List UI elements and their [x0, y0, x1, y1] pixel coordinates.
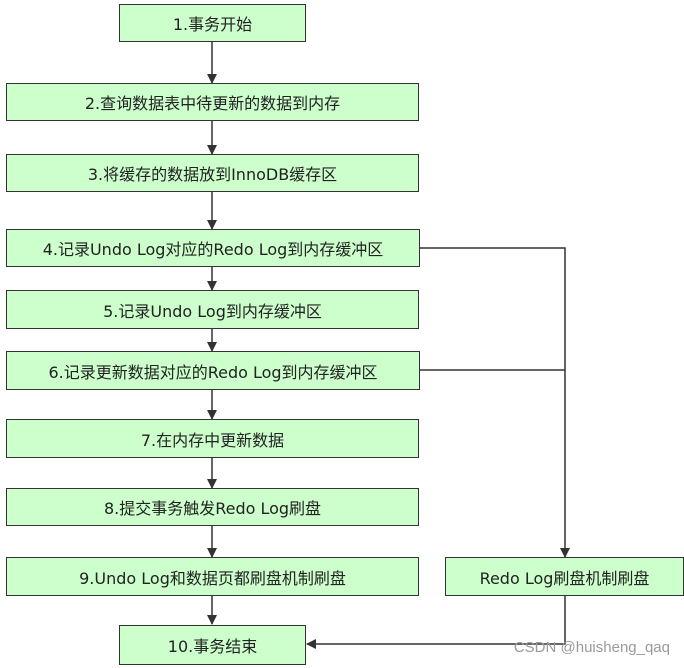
step-8-box: 8.提交事务触发Redo Log刷盘: [6, 488, 419, 526]
step-7-box: 7.在内存中更新数据: [6, 419, 419, 458]
step-6-box: 6.记录更新数据对应的Redo Log到内存缓冲区: [6, 351, 420, 390]
step-5-label: 5.记录Undo Log到内存缓冲区: [103, 301, 322, 321]
arrow-4-redo-flush: [420, 247, 570, 558]
step-1-label: 1.事务开始: [172, 15, 253, 34]
step-6-label: 6.记录更新数据对应的Redo Log到内存缓冲区: [48, 362, 378, 382]
step-7-label: 7.在内存中更新数据: [140, 430, 285, 450]
step-9-label: 9.Undo Log和数据页都刷盘机制刷盘: [79, 568, 346, 588]
step-8-label: 8.提交事务触发Redo Log刷盘: [103, 499, 322, 518]
csdn-watermark: CSDN @huisheng_qaq: [513, 639, 670, 656]
arrow-redo-flush-10: [306, 596, 566, 649]
step-3-box: 3.将缓存的数据放到InnoDB缓存区: [6, 154, 419, 192]
step-9-box: 9.Undo Log和数据页都刷盘机制刷盘: [6, 557, 419, 596]
step-4-label: 4.记录Undo Log对应的Redo Log到内存缓冲区: [42, 240, 384, 259]
step-3-label: 3.将缓存的数据放到InnoDB缓存区: [87, 165, 338, 184]
redo-flush-box: Redo Log刷盘机制刷盘: [445, 557, 684, 596]
step-4-box: 4.记录Undo Log对应的Redo Log到内存缓冲区: [6, 229, 420, 267]
redo-flush-label: Redo Log刷盘机制刷盘: [479, 568, 650, 588]
step-10-label: 10.事务结束: [167, 637, 258, 656]
step-10-box: 10.事务结束: [119, 625, 306, 665]
step-2-label: 2.查询数据表中待更新的数据到内存: [84, 94, 341, 113]
step-1-box: 1.事务开始: [119, 4, 306, 42]
step-5-box: 5.记录Undo Log到内存缓冲区: [6, 290, 419, 329]
step-2-box: 2.查询数据表中待更新的数据到内存: [6, 83, 419, 121]
